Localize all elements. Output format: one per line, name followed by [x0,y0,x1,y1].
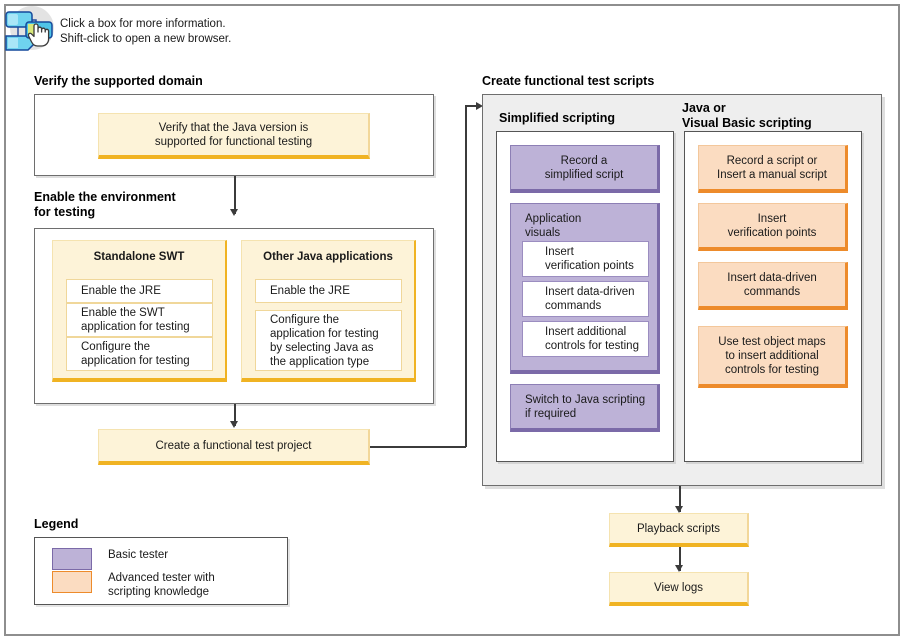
box-record-or-insert-manual-script[interactable]: Record a script or Insert a manual scrip… [698,145,848,193]
help-text: Click a box for more information. Shift-… [60,17,231,47]
item-configure-app-swt[interactable]: Configure the application for testing [66,337,213,371]
arrowhead-project-to-scripts [476,102,483,110]
legend-label-advanced-tester: Advanced tester with scripting knowledge [108,572,215,598]
box-insert-verification-points-java[interactable]: Insert verification points [698,203,848,251]
box-verify-java-version[interactable]: Verify that the Java version is supporte… [98,113,370,159]
connector-scripts-to-playback [679,486,681,512]
arrowhead-enable-to-project [230,421,238,428]
help-line-1: Click a box for more information. [60,18,226,30]
box-record-simplified-script[interactable]: Record a simplified script [510,145,660,193]
column-title-java-vb-scripting: Java or Visual Basic scripting [682,101,812,130]
box-insert-data-driven-commands-java[interactable]: Insert data-driven commands [698,262,848,310]
section-title-verify: Verify the supported domain [34,74,203,88]
connector-enable-to-project [234,404,236,426]
arrowhead-playback-to-viewlogs [675,565,683,572]
connector-verify-to-enable [234,176,236,214]
box-view-logs[interactable]: View logs [609,572,749,606]
item-enable-jre-swt[interactable]: Enable the JRE [66,279,213,303]
box-use-test-object-maps[interactable]: Use test object maps to insert additiona… [698,326,848,388]
arrowhead-scripts-to-playback [675,506,683,513]
help-line-2: Shift-click to open a new browser. [60,33,232,45]
item-enable-swt-app[interactable]: Enable the SWT application for testing [66,303,213,337]
flowchart-click-icon [4,4,58,54]
item-insert-data-driven-commands-simplified[interactable]: Insert data-driven commands [522,281,649,317]
box-playback-scripts[interactable]: Playback scripts [609,513,749,547]
legend-swatch-purple [52,548,92,570]
item-insert-additional-controls-simplified[interactable]: Insert additional controls for testing [522,321,649,357]
section-title-scripts: Create functional test scripts [482,74,655,88]
connector-project-up [465,105,467,447]
legend-item-basic-tester: Basic tester [52,548,168,570]
group-title-standalone-swt: Standalone SWT [93,251,185,263]
box-create-functional-test-project[interactable]: Create a functional test project [98,429,370,465]
section-title-enable: Enable the environment for testing [34,190,176,219]
arrowhead-verify-to-enable [230,209,238,216]
item-enable-jre-other[interactable]: Enable the JRE [255,279,402,303]
legend-title: Legend [34,517,79,531]
column-title-simplified-scripting: Simplified scripting [499,111,615,125]
connector-project-right [370,446,466,448]
group-title-other-java-applications: Other Java applications [263,251,393,263]
connector-project-into-scripts [465,105,480,107]
group-title-application-visuals: Application visuals [525,213,582,239]
connector-playback-to-viewlogs [679,547,681,571]
box-switch-to-java-scripting[interactable]: Switch to Java scripting if required [510,384,660,432]
item-configure-app-java-type[interactable]: Configure the application for testing by… [255,310,402,371]
legend-swatch-orange [52,571,92,593]
legend-item-advanced-tester: Advanced tester with scripting knowledge [52,571,215,599]
legend-label-basic-tester: Basic tester [108,549,169,561]
item-insert-verification-points-simplified[interactable]: Insert verification points [522,241,649,277]
